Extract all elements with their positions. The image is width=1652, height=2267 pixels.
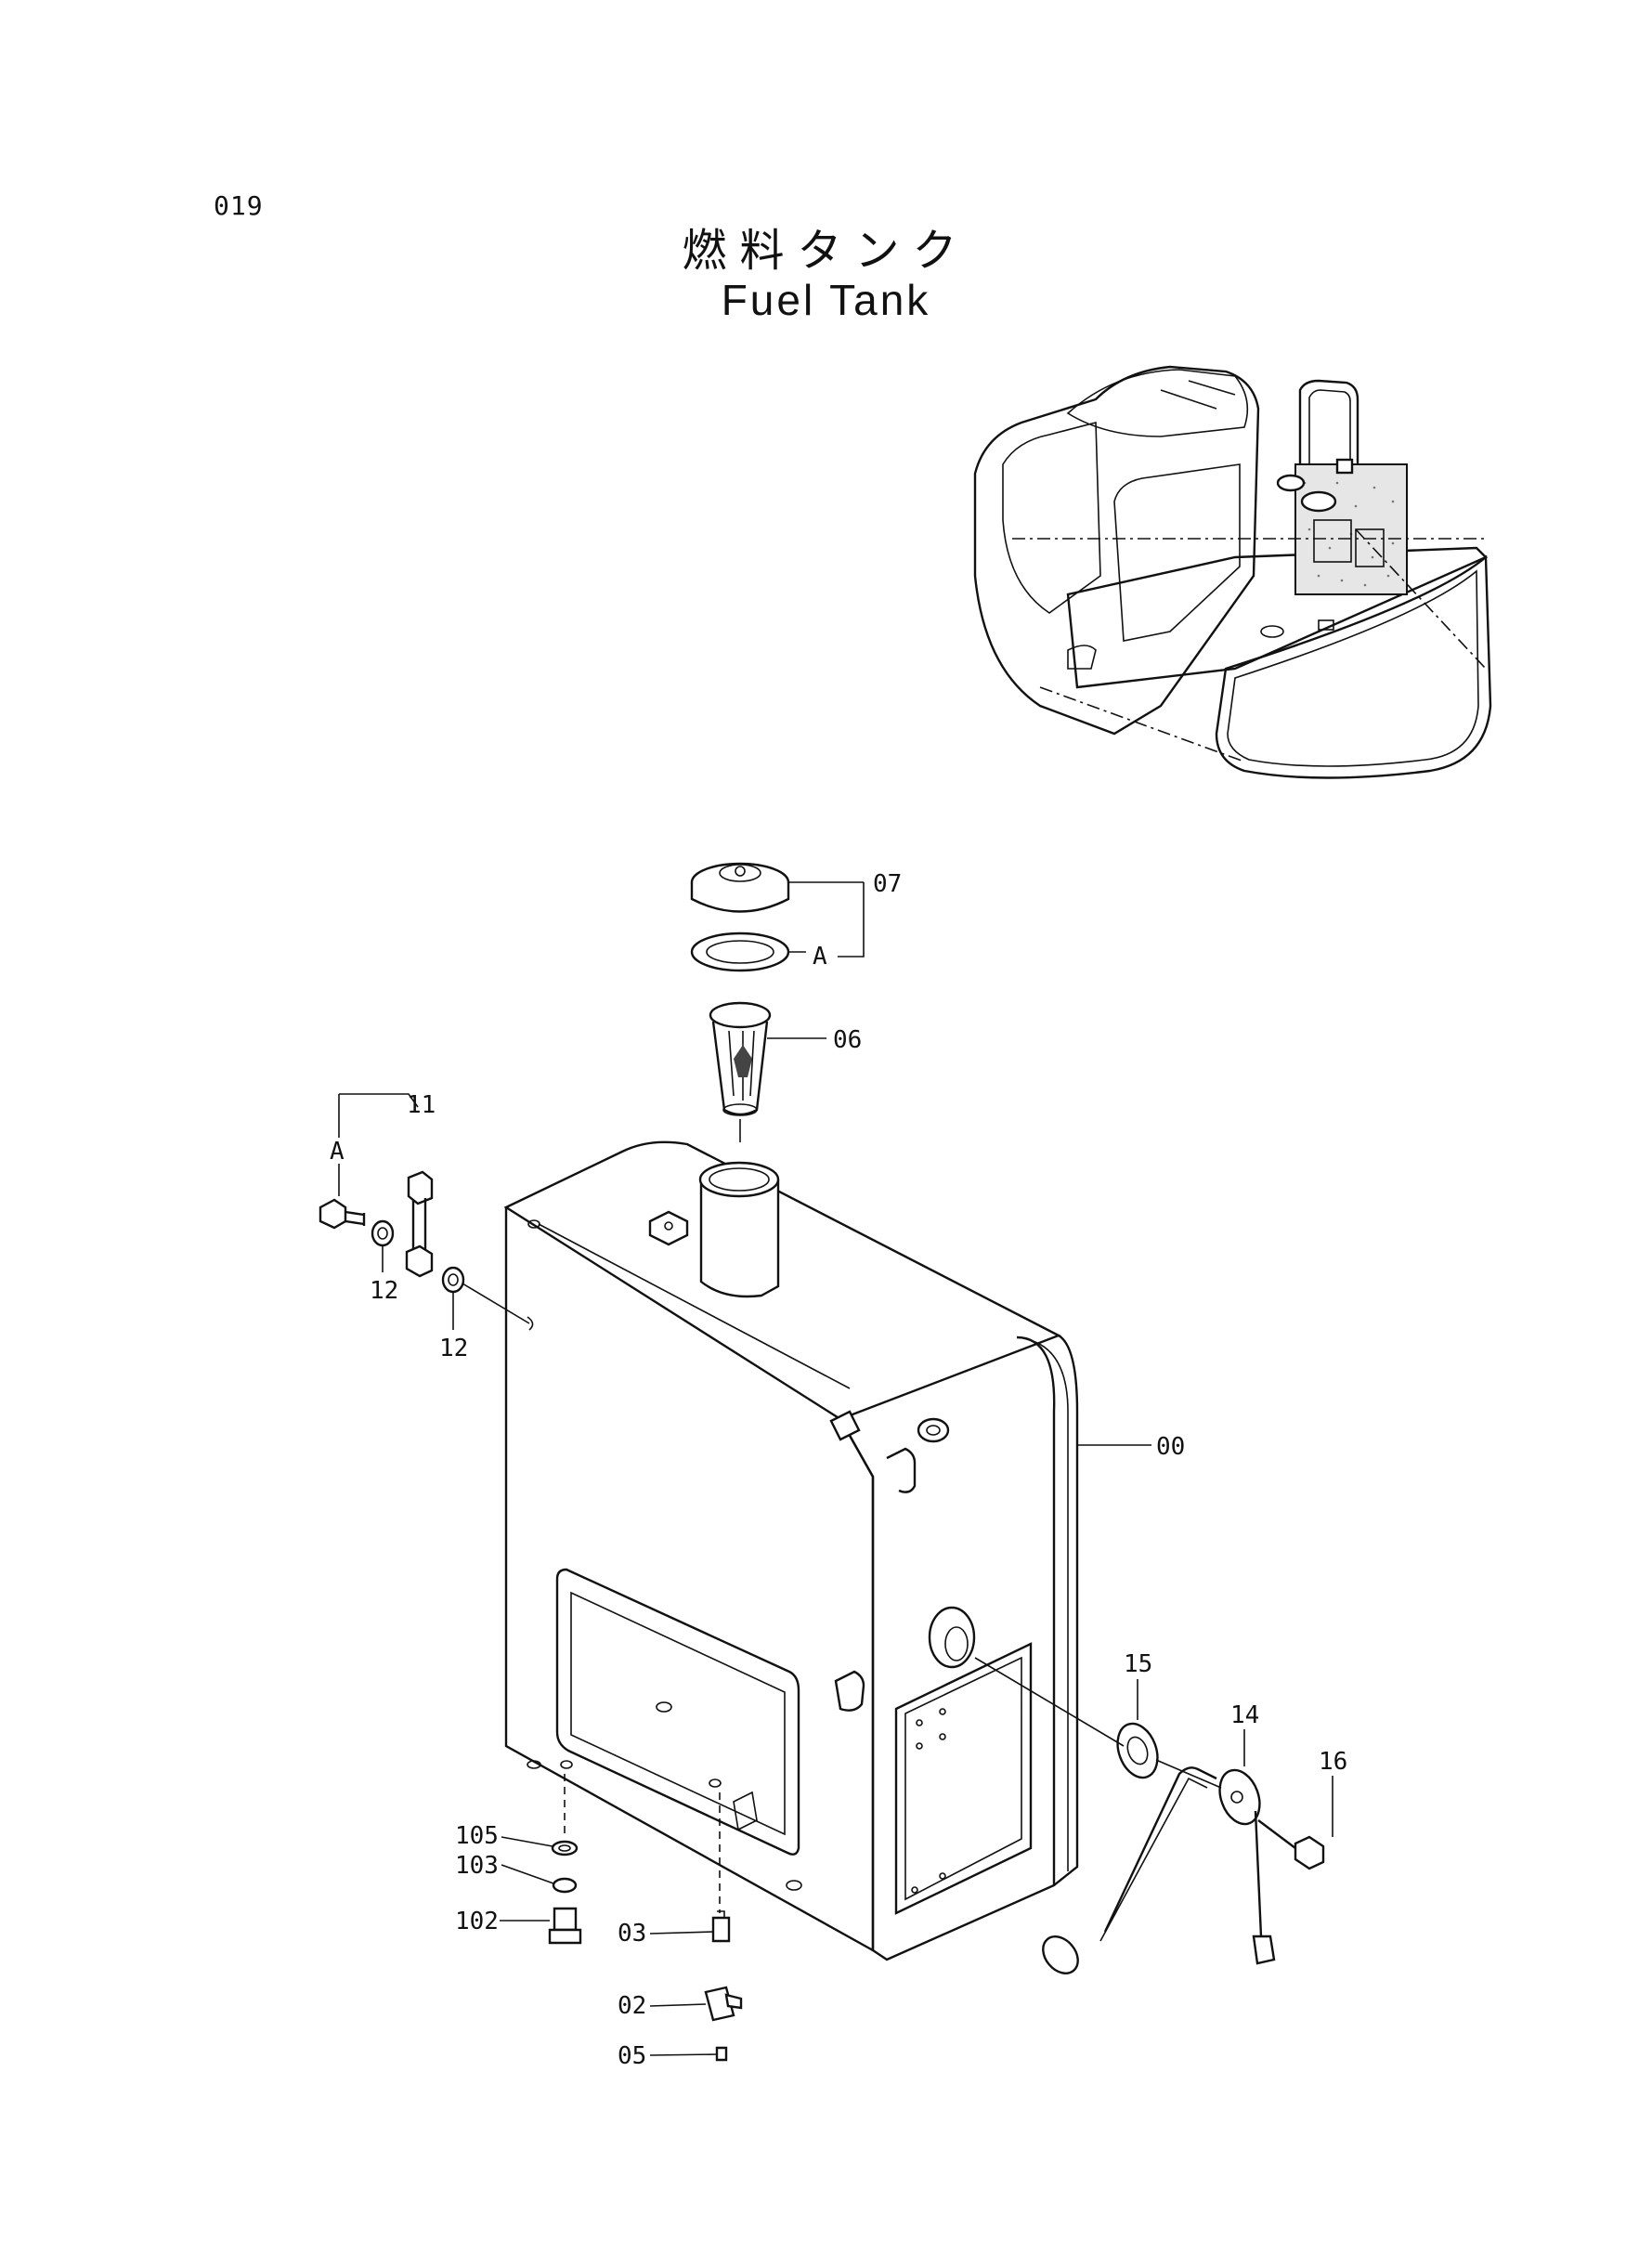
callout-A-gasket: A xyxy=(813,943,827,971)
callout-14: 14 xyxy=(1230,1701,1259,1729)
plug-part-102 xyxy=(548,1907,582,1945)
washer-part-103 xyxy=(552,1877,578,1894)
washer-part-105 xyxy=(551,1840,579,1857)
callout-16: 16 xyxy=(1319,1748,1347,1776)
fuel-cap-part-07 xyxy=(690,862,790,913)
washer-12a xyxy=(371,1219,395,1247)
level-gauge-part-11 xyxy=(405,1170,434,1278)
callout-00: 00 xyxy=(1156,1433,1185,1461)
callout-A-bolt: A xyxy=(330,1138,345,1166)
nipple-part-05 xyxy=(715,2046,728,2062)
cock-part-02 xyxy=(704,1986,743,2022)
washer-12b xyxy=(441,1266,534,1331)
title-japanese: 燃料タンク xyxy=(682,225,970,277)
callout-11: 11 xyxy=(407,1091,436,1119)
callout-02: 02 xyxy=(618,1992,646,2020)
excavator-locator-view xyxy=(973,365,1492,779)
valve-part-03 xyxy=(711,1910,731,1943)
callout-15: 15 xyxy=(1124,1650,1152,1678)
float-sender-part-14 xyxy=(1042,1766,1276,1974)
fuel-tank-body xyxy=(503,1140,1079,1961)
bolt-A xyxy=(319,1198,366,1230)
leader-lines xyxy=(338,881,1333,2056)
title-english: Fuel Tank xyxy=(721,276,931,324)
callout-03: 03 xyxy=(618,1920,646,1948)
bolt-part-16 xyxy=(1257,1819,1325,1870)
callout-06: 06 xyxy=(833,1026,862,1054)
gasket-A xyxy=(690,932,790,972)
callout-12-right: 12 xyxy=(439,1335,468,1362)
gasket-part-15 xyxy=(1116,1722,1159,1779)
strainer-part-06 xyxy=(709,1001,772,1142)
callout-102: 102 xyxy=(455,1908,499,1935)
callout-12-left: 12 xyxy=(370,1277,398,1305)
callout-07: 07 xyxy=(873,870,902,898)
sender-axis-line xyxy=(974,1657,1222,1789)
page-number: 019 xyxy=(214,190,264,221)
callout-105: 105 xyxy=(455,1822,499,1850)
callout-103: 103 xyxy=(455,1852,499,1880)
callout-05: 05 xyxy=(618,2042,646,2070)
